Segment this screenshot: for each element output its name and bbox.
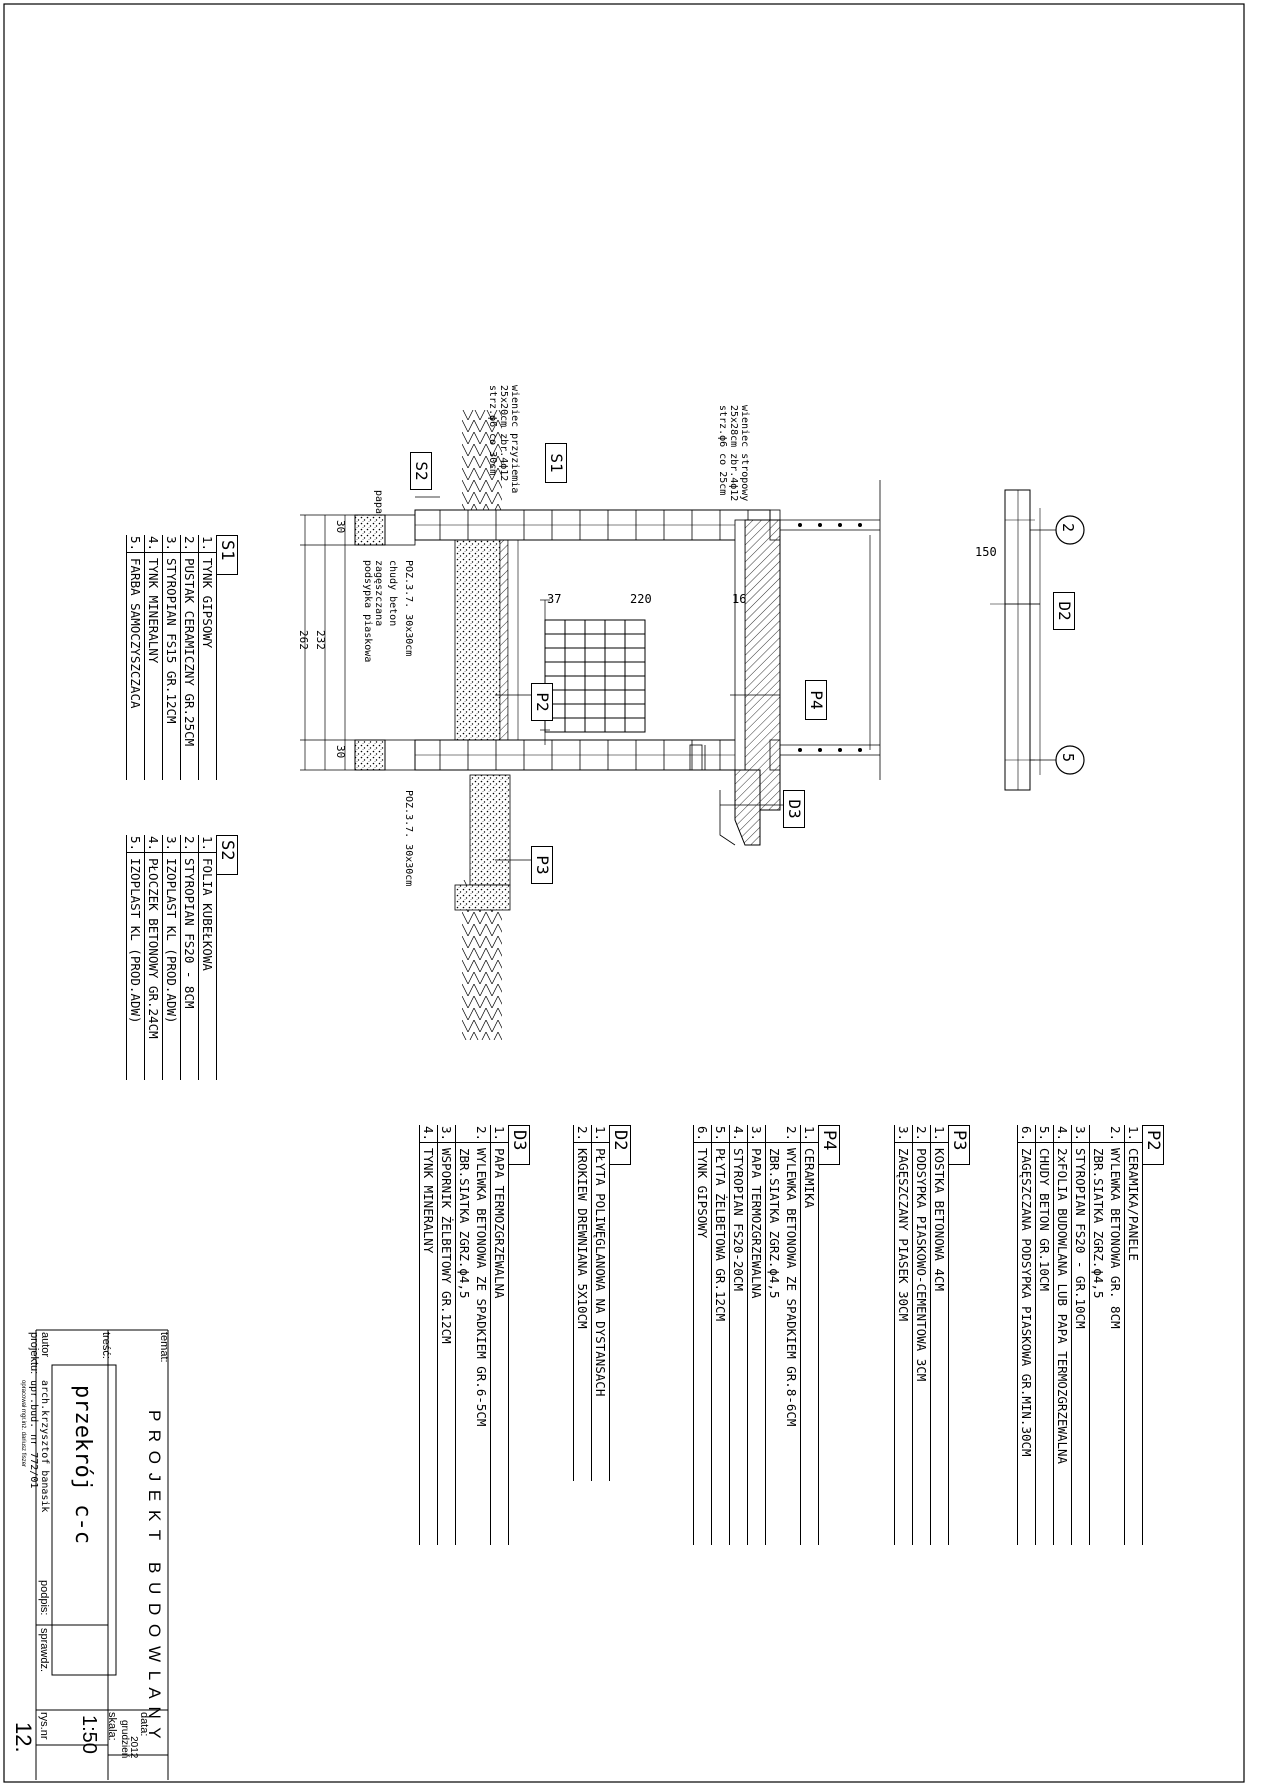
cantilever-d3 (734, 769, 761, 846)
label-data: data: (138, 1712, 150, 1737)
label-podpis: podpis: (38, 1580, 50, 1616)
label-temat: temat: (158, 1332, 170, 1363)
autor-value: arch.krzysztof banasik upr.bud. nr 772/0… (28, 1380, 50, 1513)
data-value: 2012 grudzień (119, 1720, 139, 1759)
soil-top (462, 410, 502, 510)
label-sprawdz: sprawdz. (38, 1628, 50, 1673)
dim-220: 220 (630, 592, 652, 606)
label-autor: autor projektu: (28, 1332, 51, 1375)
footing-bottom (354, 739, 386, 771)
terrace-p3 (469, 774, 511, 886)
drawing-title: przekrój c-c (70, 1385, 95, 1544)
dim-37: 37 (547, 592, 562, 606)
roof-slab-p4 (744, 519, 781, 811)
project-title: P R O J E K T B U D O W L A N Y (145, 1410, 164, 1741)
label-skala: skala: (106, 1712, 118, 1741)
dim-16: 16 (732, 592, 747, 606)
skala-value: 1:50 (78, 1715, 100, 1754)
rys-value: 12. (11, 1722, 36, 1753)
label-rys: rys.nr (38, 1712, 50, 1740)
dim-150: 150 (975, 545, 997, 559)
canopy-d2 (1004, 489, 1031, 791)
autor-small: opracował mgr.inż. dariusz fiszer (20, 1380, 26, 1468)
label-tresc: treść: (100, 1332, 112, 1359)
